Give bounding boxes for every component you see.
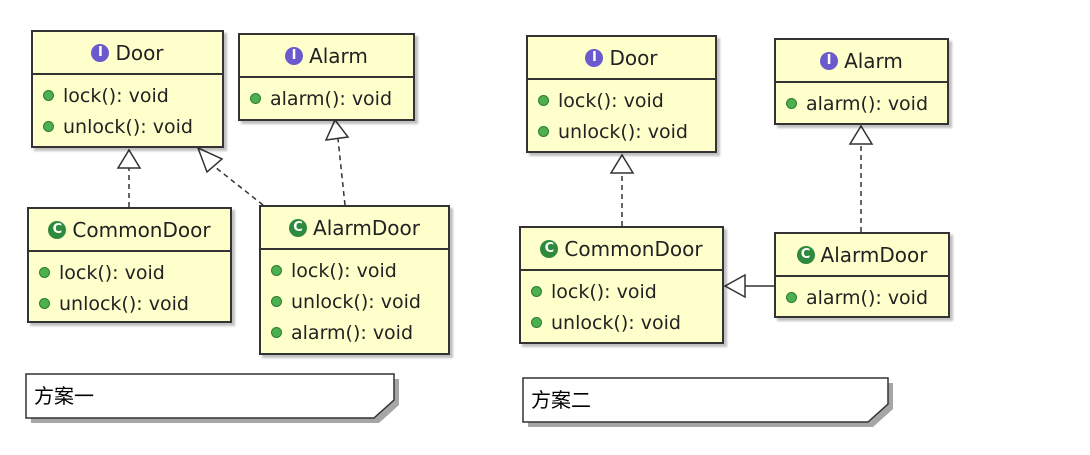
public-method-icon [786, 292, 797, 303]
interface-icon: I [820, 51, 839, 70]
class-name: Door [609, 45, 658, 70]
class-name: Door [115, 40, 164, 65]
public-method-icon [43, 121, 54, 132]
public-method-icon [250, 93, 261, 104]
operation: lock(): void [29, 257, 230, 288]
public-method-icon [531, 317, 542, 328]
public-method-icon [271, 296, 282, 307]
operation: unlock(): void [29, 288, 230, 319]
operation: unlock(): void [528, 116, 715, 147]
class-icon: C [289, 218, 308, 237]
operation: alarm(): void [240, 83, 413, 114]
plan2-rel-commondoor-door [609, 153, 635, 226]
plan1-rel-alarmdoor-alarm [324, 118, 350, 206]
public-method-icon [538, 95, 549, 106]
plan2-note: 方案二 [521, 376, 896, 428]
plan1-class-door[interactable]: I Door lock(): void unlock(): void [31, 30, 224, 148]
interface-icon: I [585, 48, 604, 67]
plan1-class-alarmdoor[interactable]: C AlarmDoor lock(): void unlock(): void … [259, 205, 450, 355]
public-method-icon [271, 265, 282, 276]
class-icon: C [796, 245, 815, 264]
interface-icon: I [91, 43, 110, 62]
plan1-class-alarm[interactable]: I Alarm alarm(): void [238, 33, 415, 121]
interface-icon: I [285, 46, 304, 65]
public-method-icon [538, 126, 549, 137]
operation: lock(): void [528, 85, 715, 116]
operation: unlock(): void [33, 111, 222, 142]
class-name: CommonDoor [564, 236, 703, 261]
operation: lock(): void [261, 255, 448, 286]
public-method-icon [271, 327, 282, 338]
operation: alarm(): void [776, 88, 947, 119]
class-icon: C [48, 220, 67, 239]
public-method-icon [43, 90, 54, 101]
plan1-note: 方案一 [24, 372, 402, 424]
plan2-rel-alarmdoor-alarm [848, 124, 874, 232]
class-name: AlarmDoor [313, 215, 420, 240]
public-method-icon [39, 298, 50, 309]
class-name: AlarmDoor [820, 242, 928, 267]
operation: lock(): void [33, 80, 222, 111]
public-method-icon [531, 286, 542, 297]
plan2-rel-alarmdoor-commondoor [723, 273, 774, 299]
plan2-class-door[interactable]: I Door lock(): void unlock(): void [526, 35, 717, 153]
operation: lock(): void [521, 276, 722, 307]
class-name: Alarm [309, 43, 368, 68]
plan1-class-commondoor[interactable]: C CommonDoor lock(): void unlock(): void [27, 207, 232, 323]
plan2-class-alarmdoor[interactable]: C AlarmDoor alarm(): void [774, 232, 950, 318]
public-method-icon [39, 267, 50, 278]
operation: unlock(): void [521, 307, 722, 338]
operation: alarm(): void [776, 282, 948, 313]
public-method-icon [786, 98, 797, 109]
plan1-rel-commondoor-door [116, 148, 142, 207]
plan2-class-commondoor[interactable]: C CommonDoor lock(): void unlock(): void [519, 226, 724, 344]
note-label: 方案一 [34, 384, 94, 408]
class-name: CommonDoor [72, 217, 211, 242]
operation: alarm(): void [261, 317, 448, 348]
class-name: Alarm [844, 48, 903, 73]
class-icon: C [540, 239, 559, 258]
note-shape [522, 377, 893, 427]
note-shape [25, 373, 399, 423]
plan1-rel-alarmdoor-door [196, 146, 264, 206]
note-label: 方案二 [531, 388, 591, 412]
operation: unlock(): void [261, 286, 448, 317]
plan2-class-alarm[interactable]: I Alarm alarm(): void [774, 38, 949, 125]
